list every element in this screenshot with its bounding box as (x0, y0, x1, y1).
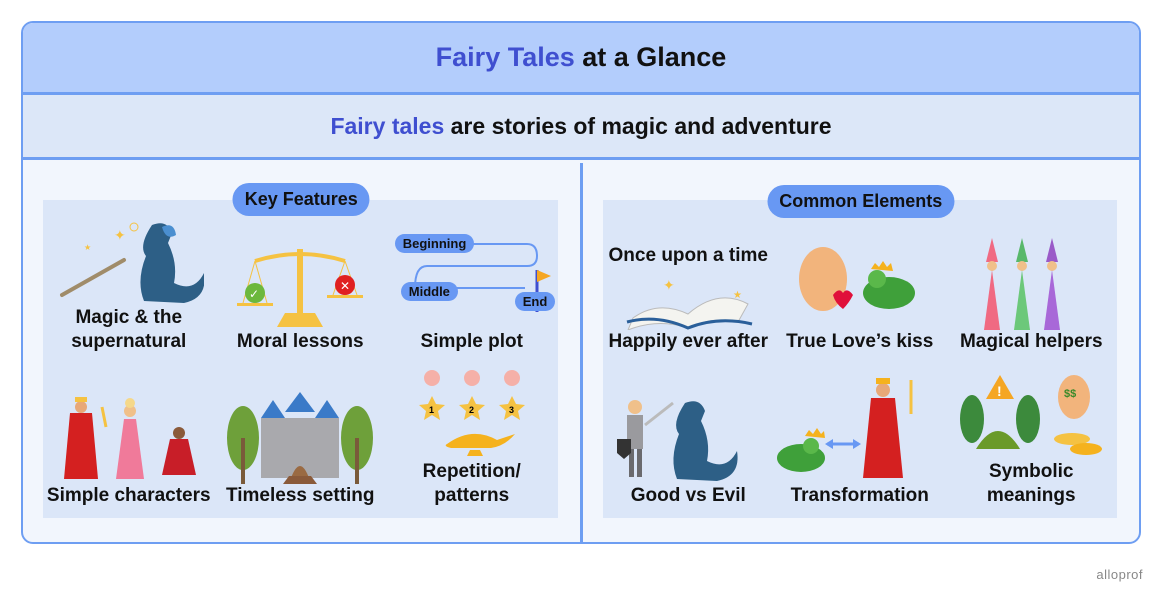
alloprof-logo: alloprof (1096, 567, 1143, 582)
plot-node-end: End (514, 292, 556, 311)
plot-node-middle: Middle (400, 282, 458, 301)
svg-text:✕: ✕ (340, 279, 350, 293)
once-upon-label: Once upon a time (608, 245, 768, 266)
element-happily-ever-after: Once upon a time ✦★ Happily ever after (608, 245, 768, 352)
key-features-heading: Key Features (232, 183, 370, 216)
feature-moral: ✓ ✕ Moral lessons (215, 210, 387, 364)
plot-path-icon: Beginning Middle End (387, 230, 557, 330)
plot-node-beginning: Beginning (394, 234, 475, 253)
element-true-loves-kiss: True Love’s kiss (774, 210, 946, 364)
castle-icon (225, 392, 375, 484)
svg-text:1: 1 (429, 405, 434, 415)
svg-text:2: 2 (469, 405, 474, 415)
title-rest: at a Glance (574, 42, 727, 72)
subtitle-rest: are stories of magic and adventure (444, 112, 832, 139)
fairies-icon (956, 238, 1106, 330)
page-title: Fairy Tales at a Glance (23, 23, 1139, 95)
kiss-frog-icon (785, 238, 935, 330)
svg-text:$$: $$ (1064, 388, 1076, 400)
subtitle: Fairy tales are stories of magic and adv… (23, 95, 1139, 160)
forest-warning-icon: ! $$ (956, 368, 1106, 460)
svg-text:★: ★ (733, 290, 742, 301)
element-good-vs-evil: Good vs Evil (603, 364, 775, 518)
knight-dragon-icon (613, 392, 763, 484)
dragon-wand-icon: ✦★ (54, 214, 204, 306)
characters-icon (54, 392, 204, 484)
svg-text:✦: ✦ (114, 227, 126, 243)
feature-repetition: 1 2 3 Repetition/ patterns (386, 364, 558, 518)
svg-text:3: 3 (509, 405, 514, 415)
element-symbolic-meanings: ! $$ Symbolic meanings (946, 364, 1118, 518)
key-features-panel: Key Features ✦★ Magic (23, 163, 580, 542)
scales-icon: ✓ ✕ (225, 238, 375, 330)
feature-magic: ✦★ Magic & the supernatural (43, 210, 215, 364)
common-elements-heading: Common Elements (767, 185, 955, 218)
pigs-stars-lamp-icon: 1 2 3 (397, 368, 547, 460)
svg-text:!: ! (997, 383, 1002, 399)
subtitle-highlight: Fairy tales (330, 112, 445, 139)
feature-setting: Timeless setting (215, 364, 387, 518)
element-magical-helpers: Magical helpers (946, 210, 1118, 364)
common-elements-panel: Common Elements Once upon a time ✦★ Happ… (579, 163, 1140, 542)
element-transformation: Transformation (774, 364, 946, 518)
svg-text:✓: ✓ (249, 287, 259, 301)
open-book-icon: ✦★ (613, 270, 763, 330)
frog-prince-icon (775, 374, 945, 484)
feature-plot: Beginning Middle End Simple plot (386, 210, 558, 364)
svg-text:✦: ✦ (663, 277, 675, 293)
title-highlight: Fairy Tales (435, 42, 575, 72)
svg-text:★: ★ (84, 243, 91, 252)
infographic-frame: Fairy Tales at a Glance Fairy tales are … (21, 21, 1141, 544)
feature-characters: Simple characters (43, 364, 215, 518)
